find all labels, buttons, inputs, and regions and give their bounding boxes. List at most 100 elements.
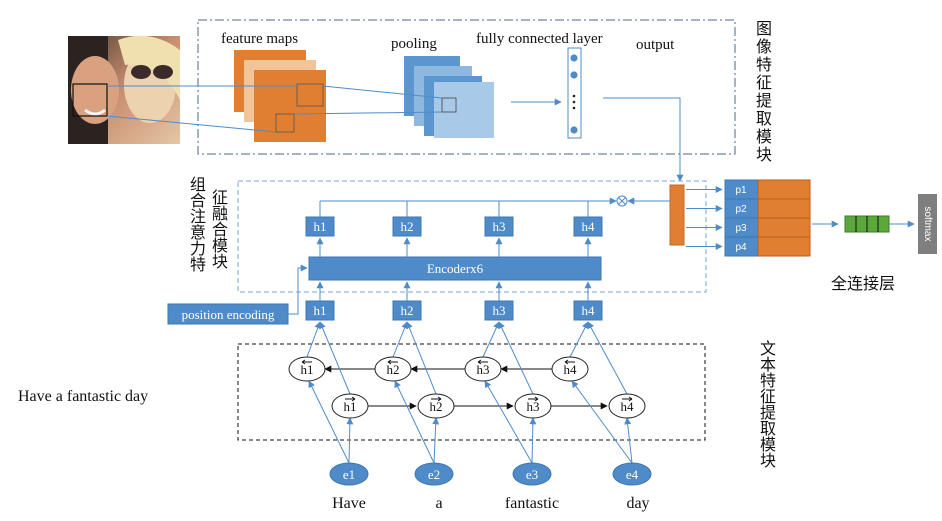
vertical-label-char: 征 (212, 188, 228, 207)
softmax-label: softmax (922, 206, 933, 241)
forward-lstm-node (608, 393, 646, 419)
fusion-bottom-h-label: h4 (582, 303, 596, 318)
pooling-label: pooling (391, 36, 437, 52)
vertical-label-char: 块 (756, 145, 772, 164)
fc-layer-label: fully connected layer (476, 31, 603, 47)
vertical-label-char: 合 (212, 220, 228, 239)
embedding-label: e4 (626, 467, 639, 482)
vertical-label-char: 组 (190, 175, 206, 194)
forward-arrow-head (351, 396, 356, 402)
p-row-value-cell (757, 198, 811, 219)
vertical-label-char: 文 (760, 339, 776, 358)
backward-arrow-head (387, 359, 392, 365)
vertical-label-char: 块 (212, 252, 228, 271)
forward-lstm-node (417, 393, 455, 419)
projection-lines (106, 85, 443, 133)
vertical-label-char: 取 (756, 109, 772, 128)
forward-to-h-arrow (319, 321, 351, 395)
backward-lstm-node (288, 356, 326, 382)
input-words: Have a fantastic day (332, 495, 649, 512)
forward-lstm-node (331, 393, 369, 419)
embed-to-forward-arrow (432, 417, 440, 464)
vertical-label-char: 模 (212, 236, 228, 255)
forward-to-h-arrow (406, 321, 437, 395)
p-row-label: p3 (735, 223, 747, 234)
vertical-label-char: 征 (760, 387, 776, 406)
input-word: a (435, 495, 442, 512)
forward-arrow-head (628, 396, 633, 402)
vertical-label-char: 取 (760, 419, 776, 438)
p-row-label: p1 (735, 185, 747, 196)
output-label: output (636, 37, 675, 53)
vertical-label-char: 模 (756, 127, 772, 146)
vertical-label-char: 提 (756, 91, 772, 110)
forward-lstm-label: h3 (527, 399, 540, 414)
forward-to-h-arrow (587, 321, 628, 395)
embed-to-backward-arrow (394, 380, 435, 464)
fc-layer-cn-label: 全连接层 (831, 274, 895, 293)
fusion-bottom-h-label: h1 (314, 303, 327, 318)
fusion-top-h-label: h4 (582, 219, 596, 234)
vertical-label-char: 特 (760, 371, 776, 390)
feature-maps-label: feature maps (221, 31, 298, 47)
embed-to-forward-arrow (346, 417, 354, 464)
attention-multiply-node (616, 195, 628, 207)
embed-to-backward-arrow (571, 380, 633, 464)
vertical-label-char: 征 (756, 73, 772, 92)
forward-arrow-head (534, 396, 539, 402)
embedding-node (414, 462, 454, 486)
forward-lstm-label: h1 (344, 399, 357, 414)
vertical-label-char: 本 (760, 355, 776, 374)
image-output-arrow (603, 97, 684, 182)
softmax-block (918, 194, 937, 254)
forward-to-h-arrow (498, 321, 534, 395)
fusion-top-h-label: h1 (314, 219, 327, 234)
vertical-label-char: 融 (212, 204, 228, 223)
fusion-top-h-label: h2 (401, 219, 414, 234)
vertical-label-char: 特 (190, 255, 206, 274)
forward-lstm-label: h2 (430, 399, 443, 414)
fusion-top-h-label: h3 (493, 219, 506, 234)
vertical-label-char: 意 (190, 223, 206, 242)
embed-to-backward-arrow (308, 380, 350, 464)
backward-lstm-node (374, 356, 412, 382)
input-word: day (626, 495, 649, 512)
fusion-top-hidden-boxes: h1 h2 h3 h4 (305, 216, 603, 237)
backward-to-h-arrow (569, 321, 589, 358)
p-row-value-cell (757, 217, 811, 238)
embed-to-forward-arrow (529, 417, 537, 464)
fusion-bottom-h-label: h2 (401, 303, 414, 318)
vertical-label-char: 注 (190, 207, 206, 226)
fusion-connections (316, 197, 617, 301)
backward-to-h-arrow (306, 321, 322, 358)
position-encoding-arrow (288, 264, 308, 315)
text-module-border (237, 343, 706, 441)
backward-lstm-label: h1 (301, 362, 314, 377)
forward-arrow-head (437, 396, 442, 402)
backward-lstm-label: h2 (387, 362, 400, 377)
backward-to-h-arrow (482, 321, 500, 358)
fc-output-vector (844, 215, 890, 233)
backward-to-h-arrow (392, 321, 408, 358)
fusion-module-border (237, 180, 707, 293)
p-row-label: p4 (735, 242, 747, 253)
backward-arrow-head (301, 359, 306, 365)
embed-to-backward-arrow (484, 380, 533, 464)
fc-layer-column (567, 47, 582, 139)
embedding-label: e1 (343, 467, 355, 482)
input-word: fantastic (505, 495, 559, 512)
forward-lstm-node (514, 393, 552, 419)
input-word: Have (332, 495, 366, 512)
backward-arrow-head (477, 359, 482, 365)
position-encoding-label: position encoding (182, 307, 275, 322)
vertical-label-char: 力 (190, 239, 206, 258)
encoder-label: Encoderx6 (427, 261, 484, 276)
forward-lstm-label: h4 (621, 399, 635, 414)
vertical-label-char: 特 (756, 55, 772, 74)
